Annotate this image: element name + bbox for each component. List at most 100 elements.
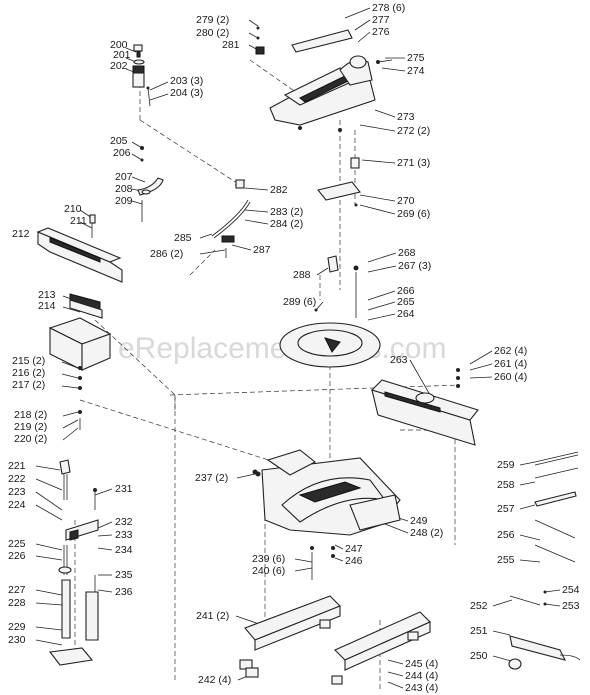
label-259: 259 bbox=[497, 459, 515, 471]
label-284: 284 (2) bbox=[270, 218, 303, 230]
label-242: 242 (4) bbox=[198, 674, 231, 686]
label-254: 254 bbox=[562, 584, 580, 596]
label-256: 256 bbox=[497, 529, 515, 541]
assembly-lines bbox=[74, 59, 461, 690]
spring-287-part bbox=[221, 235, 235, 243]
arm-273-part bbox=[269, 59, 376, 132]
link-285-part bbox=[211, 199, 251, 239]
label-230: 230 bbox=[8, 634, 26, 646]
label-255: 255 bbox=[497, 554, 515, 566]
fence-263-part bbox=[370, 379, 479, 446]
screws-260-262-parts bbox=[456, 368, 460, 388]
label-283: 283 (2) bbox=[270, 206, 303, 218]
label-215: 215 (2) bbox=[12, 355, 45, 367]
label-209: 209 bbox=[115, 195, 133, 207]
label-277: 277 bbox=[372, 14, 390, 26]
label-207: 207 bbox=[115, 171, 133, 183]
cord-251-part bbox=[509, 635, 581, 661]
screw-269-part bbox=[354, 203, 358, 207]
label-222: 222 bbox=[8, 473, 26, 485]
rail-241-part bbox=[239, 595, 341, 670]
label-211: 211 bbox=[70, 215, 87, 227]
tube-227-part bbox=[61, 579, 71, 639]
label-208: 208 bbox=[115, 183, 133, 195]
label-252: 252 bbox=[470, 600, 488, 612]
clamp-223-part bbox=[65, 519, 99, 541]
washer-206-part bbox=[140, 158, 144, 162]
knob-288-part bbox=[327, 255, 339, 273]
label-275: 275 bbox=[407, 52, 425, 64]
label-235: 235 bbox=[115, 569, 133, 581]
screw-218-220-parts bbox=[78, 410, 82, 430]
label-260: 260 (4) bbox=[494, 371, 527, 383]
label-288: 288 bbox=[293, 269, 311, 281]
washer-246-247-parts bbox=[331, 546, 335, 558]
label-233: 233 bbox=[115, 529, 133, 541]
label-274: 274 bbox=[407, 65, 425, 77]
label-289: 289 (6) bbox=[283, 296, 316, 308]
rail-243-part bbox=[331, 611, 431, 685]
label-227: 227 bbox=[8, 584, 26, 596]
label-257: 257 bbox=[497, 503, 515, 515]
pin-256-part bbox=[534, 519, 576, 539]
label-266: 266 bbox=[397, 285, 415, 297]
label-248: 248 (2) bbox=[410, 527, 443, 539]
screws-253-254-parts bbox=[543, 590, 547, 606]
label-237: 237 (2) bbox=[195, 472, 228, 484]
label-218: 218 (2) bbox=[14, 409, 47, 421]
screw-200-part bbox=[133, 44, 143, 58]
foot-230-part bbox=[48, 647, 94, 666]
screw-203-part bbox=[146, 86, 151, 107]
label-224: 224 bbox=[8, 499, 26, 511]
label-272: 272 (2) bbox=[397, 125, 430, 137]
pin-255-part bbox=[534, 544, 576, 563]
label-204: 204 (3) bbox=[170, 87, 203, 99]
screw-237-part bbox=[255, 471, 261, 477]
screws-279-280-parts bbox=[256, 26, 260, 40]
strip-278-part bbox=[291, 29, 353, 53]
label-220: 220 (2) bbox=[14, 433, 47, 445]
tube-236-part bbox=[85, 591, 99, 641]
label-243: 243 (4) bbox=[405, 682, 438, 694]
label-267: 267 (3) bbox=[398, 260, 431, 272]
label-247: 247 bbox=[345, 543, 363, 555]
label-210: 210 bbox=[64, 203, 82, 215]
label-234: 234 bbox=[115, 544, 133, 556]
label-216: 216 (2) bbox=[12, 367, 45, 379]
label-212: 212 bbox=[12, 228, 30, 240]
rod-259-part bbox=[534, 451, 579, 466]
label-205: 205 bbox=[110, 135, 128, 147]
parts bbox=[36, 26, 581, 685]
bushing-271-part bbox=[350, 157, 360, 169]
label-253: 253 bbox=[562, 600, 580, 612]
label-271: 271 (3) bbox=[397, 157, 430, 169]
block-281-part bbox=[255, 46, 265, 55]
screw-239-240-parts bbox=[310, 546, 314, 580]
label-214: 214 bbox=[38, 300, 56, 312]
label-217: 217 (2) bbox=[12, 379, 45, 391]
rod-225-part bbox=[58, 545, 72, 575]
label-201: 201 bbox=[113, 49, 131, 61]
label-246: 246 bbox=[345, 555, 363, 567]
label-228: 228 bbox=[8, 597, 26, 609]
rod-282-part bbox=[234, 179, 246, 189]
knob-221-part bbox=[59, 459, 71, 475]
label-261: 261 (4) bbox=[494, 358, 527, 370]
label-200: 200 bbox=[110, 39, 128, 51]
label-240: 240 (6) bbox=[252, 565, 285, 577]
label-239: 239 (6) bbox=[252, 553, 285, 565]
label-280: 280 (2) bbox=[196, 27, 229, 39]
label-281: 281 bbox=[222, 39, 240, 51]
nut-202-part bbox=[132, 65, 145, 88]
bracket-214-part bbox=[48, 299, 112, 371]
label-213: 213 bbox=[38, 289, 56, 301]
label-270: 270 bbox=[397, 195, 415, 207]
label-202: 202 bbox=[110, 60, 128, 72]
screws-265-267-parts bbox=[353, 265, 359, 318]
label-219: 219 (2) bbox=[14, 421, 47, 433]
label-236: 236 bbox=[115, 586, 133, 598]
label-225: 225 bbox=[8, 538, 26, 550]
knob-250-part bbox=[508, 658, 522, 670]
label-232: 232 bbox=[115, 516, 133, 528]
